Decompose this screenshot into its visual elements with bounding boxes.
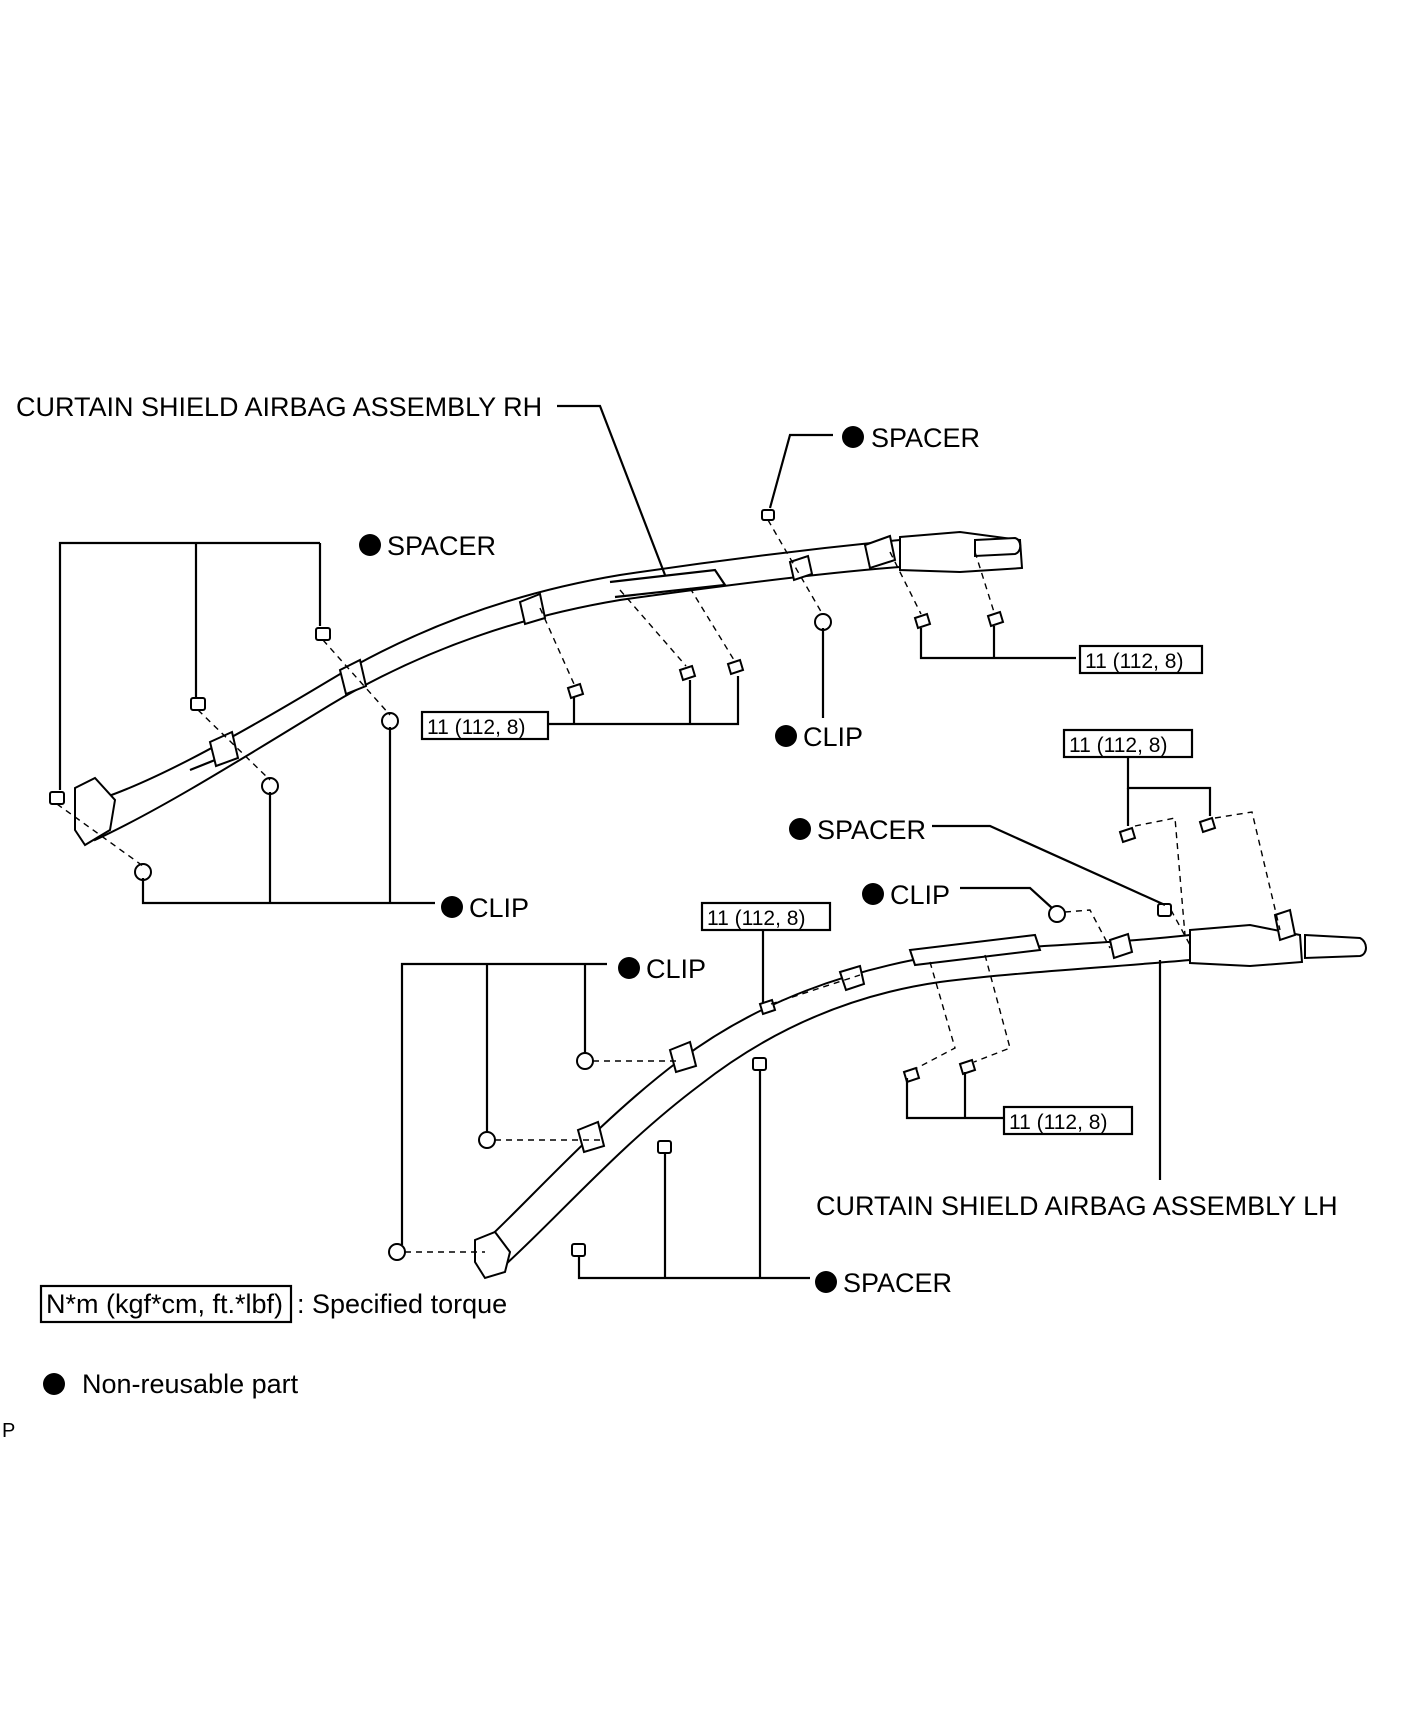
clip-label-lh-top: CLIP — [890, 880, 950, 910]
spacer-label-lh-top: SPACER — [817, 815, 926, 845]
clip-label-lh-left: CLIP — [646, 954, 706, 984]
rh-airbag-body — [74, 530, 1024, 847]
legend-nonreusable-icon — [43, 1373, 65, 1395]
lh-dashed-guides — [405, 811, 1281, 1253]
rh-leaders — [58, 404, 1076, 905]
clip-part — [1048, 905, 1066, 923]
clip-label-rh-center: CLIP — [803, 722, 863, 752]
rh-clips — [134, 613, 832, 881]
spacer-part — [761, 509, 775, 521]
corner-mark: P — [2, 1420, 15, 1442]
clip-part — [478, 1131, 496, 1149]
bolt-part — [958, 1058, 977, 1076]
nonreusable-bullet-icon — [789, 818, 811, 840]
bolt-part — [726, 658, 745, 676]
bolt-part — [566, 682, 585, 700]
torque-value-lh-left: 11 (112, 8) — [707, 907, 805, 930]
spacer-part — [49, 791, 65, 805]
clip-part — [814, 613, 832, 631]
nonreusable-bullet-icon — [441, 896, 463, 918]
rh-spacers — [49, 509, 775, 805]
nonreusable-bullet-icon — [359, 534, 381, 556]
lh-bolts — [758, 816, 1217, 1084]
torque-box — [700, 901, 832, 932]
spacer-part — [315, 627, 331, 641]
legend-torque-desc: : Specified torque — [297, 1289, 507, 1319]
clip-part — [576, 1052, 594, 1070]
lh-leaders — [400, 757, 1212, 1280]
nonreusable-bullet-icon — [775, 725, 797, 747]
nonreusable-bullet-icon — [862, 883, 884, 905]
bolt-part — [1118, 826, 1137, 844]
rh-assembly-label: CURTAIN SHIELD AIRBAG ASSEMBLY RH — [16, 392, 542, 422]
lh-assembly-label: CURTAIN SHIELD AIRBAG ASSEMBLY LH — [816, 1191, 1338, 1221]
spacer-label-lh-bottom: SPACER — [843, 1268, 952, 1298]
torque-value-lh-bottom: 11 (112, 8) — [1009, 1111, 1107, 1134]
clip-part — [134, 863, 152, 881]
bolt-part — [986, 610, 1005, 628]
bolt-part — [678, 664, 697, 682]
spacer-part — [752, 1057, 767, 1071]
clip-part — [388, 1243, 406, 1261]
clip-part — [381, 712, 399, 730]
torque-value-rh-right: 11 (112, 8) — [1085, 650, 1183, 673]
legend-torque-box — [39, 1284, 293, 1324]
nonreusable-bullet-icon — [618, 957, 640, 979]
spacer-part — [657, 1140, 672, 1154]
rh-bolts — [566, 610, 1005, 700]
spacer-part — [571, 1243, 586, 1257]
torque-value-rh-center: 11 (112, 8) — [427, 716, 525, 739]
spacer-label-rh-left: SPACER — [387, 531, 496, 561]
torque-box — [420, 710, 550, 741]
rh-dashed-guides — [56, 519, 995, 867]
torque-box — [1002, 1105, 1134, 1136]
bolt-part — [1198, 816, 1217, 834]
legend-nonreusable-text: Non-reusable part — [82, 1369, 299, 1399]
nonreusable-bullet-icon — [842, 426, 864, 448]
nonreusable-bullet-icon — [815, 1271, 837, 1293]
clip-part — [261, 777, 279, 795]
clip-label-rh-bottom: CLIP — [469, 893, 529, 923]
spacer-label-rh-top: SPACER — [871, 423, 980, 453]
lh-airbag-body — [474, 908, 1367, 1280]
legend-torque-units: N*m (kgf*cm, ft.*lbf) — [46, 1289, 283, 1319]
torque-box — [1078, 644, 1204, 675]
torque-box — [1062, 728, 1194, 759]
lh-spacers — [571, 903, 1172, 1257]
bolt-part — [913, 612, 932, 630]
spacer-part — [190, 697, 206, 711]
torque-value-lh-top: 11 (112, 8) — [1069, 734, 1167, 757]
lh-clips — [388, 905, 1066, 1261]
